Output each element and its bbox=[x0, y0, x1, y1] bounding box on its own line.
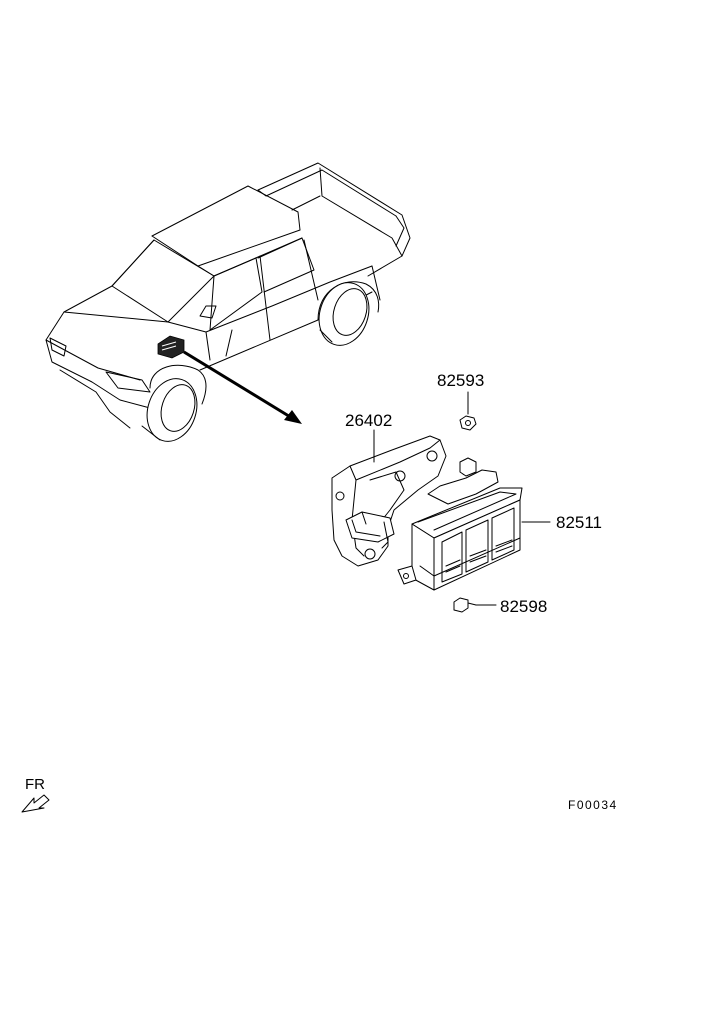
part-number-26402: 26402 bbox=[345, 411, 392, 430]
front-direction-arrow-icon bbox=[21, 794, 50, 813]
part-number-82593: 82593 bbox=[437, 371, 484, 390]
bolt-82598 bbox=[453, 597, 497, 613]
bracket-26402 bbox=[331, 435, 447, 567]
part-number-82598: 82598 bbox=[500, 597, 547, 616]
control-unit-82511 bbox=[397, 457, 551, 591]
front-direction-label: FR bbox=[25, 776, 45, 793]
ecu-location-marker bbox=[157, 335, 185, 359]
nut-82593 bbox=[459, 391, 477, 431]
location-pointer-arrow bbox=[183, 350, 302, 424]
part-number-82511: 82511 bbox=[556, 513, 602, 532]
figure-code: F00034 bbox=[568, 798, 618, 812]
pickup-truck-illustration bbox=[45, 162, 411, 442]
